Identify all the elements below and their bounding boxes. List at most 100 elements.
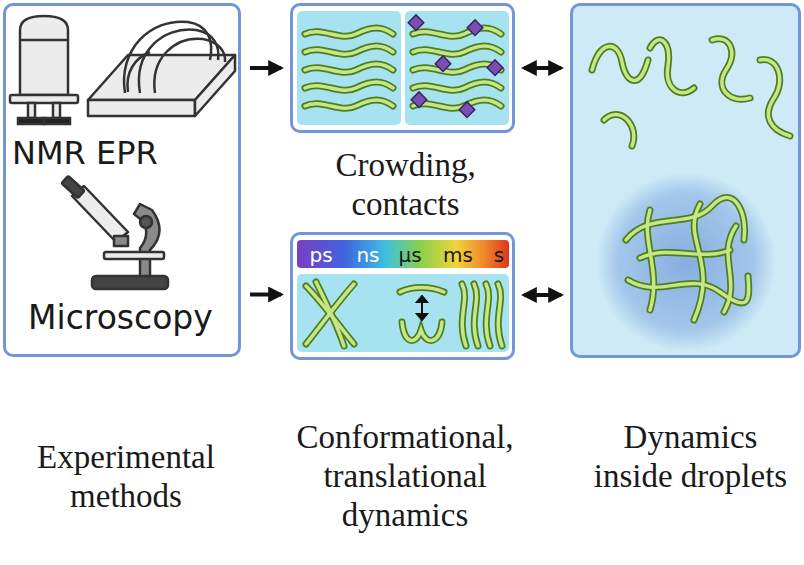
protein-fiber	[413, 28, 501, 36]
protein-fiber	[486, 284, 490, 346]
protein-fiber	[305, 46, 393, 54]
protein-fiber	[462, 284, 466, 346]
nmr-icon	[44, 118, 70, 124]
nmr-icon	[20, 39, 68, 42]
protein-fiber	[462, 284, 502, 346]
nmr-icon	[10, 95, 78, 103]
protein-fiber	[400, 288, 444, 293]
protein-fiber	[305, 28, 393, 36]
protein-fiber	[413, 28, 501, 36]
double-arrow	[417, 314, 427, 320]
connector-arrow	[524, 66, 561, 70]
microscope-icon	[134, 204, 160, 276]
nmr-icon	[18, 118, 44, 124]
protein-fiber	[306, 282, 354, 346]
panel-box: Crowding, contacts	[290, 3, 515, 133]
timescale-label: ms	[443, 243, 473, 267]
protein-fiber	[592, 39, 790, 146]
protein-fiber	[305, 82, 393, 90]
panel-box: Dynamics inside droplets	[570, 3, 801, 358]
microscope-icon	[61, 176, 168, 289]
inner-box	[405, 11, 509, 125]
protein-fiber	[712, 39, 750, 99]
protein-fiber	[413, 46, 501, 54]
protein-fiber	[402, 322, 442, 340]
method-label: NMR	[12, 134, 86, 172]
protein-fiber	[402, 322, 442, 340]
crowder-diamond	[408, 15, 424, 31]
protein-fiber	[760, 60, 790, 136]
protein-fiber	[647, 210, 653, 310]
protein-fiber	[474, 284, 478, 346]
epr-icon	[195, 55, 235, 116]
protein-fiber	[694, 204, 703, 320]
protein-fiber	[462, 284, 466, 346]
microscope-icon	[114, 236, 128, 246]
protein-fiber	[650, 40, 694, 93]
protein-fiber	[712, 39, 750, 99]
protein-fiber	[694, 204, 703, 320]
panel-box: NMREPRMicroscopyExperimental methods	[3, 3, 241, 357]
protein-fiber	[305, 46, 393, 54]
panel-heading: Experimental methods	[3, 438, 249, 516]
method-label: Microscopy	[28, 298, 213, 338]
protein-fiber	[305, 28, 393, 108]
double-arrow	[417, 296, 427, 302]
crowder-diamond	[487, 60, 503, 76]
protein-fiber	[400, 288, 444, 341]
protein-fiber	[498, 284, 502, 346]
protein-fiber	[305, 28, 393, 36]
crowder-diamond	[467, 20, 483, 36]
droplet	[596, 172, 776, 352]
protein-fiber	[305, 100, 393, 108]
method-label: EPR	[96, 134, 158, 172]
epr-icon	[88, 100, 195, 116]
inner-box	[297, 274, 509, 352]
timescale-bar	[297, 240, 509, 268]
protein-fiber	[400, 288, 444, 341]
protein-fiber	[305, 28, 393, 108]
panel-ground	[570, 3, 801, 358]
protein-fiber	[498, 284, 502, 346]
protein-fiber	[400, 288, 444, 293]
crowder-diamond	[459, 102, 475, 118]
protein-fiber	[650, 40, 694, 93]
nmr-icon	[53, 103, 60, 118]
nmr-icon	[28, 103, 35, 118]
protein-fiber	[305, 64, 393, 72]
microscope-icon	[61, 176, 84, 198]
timescale-label: s	[494, 243, 504, 267]
panel-heading: Conformational, translational dynamics	[265, 418, 545, 535]
protein-fiber	[316, 282, 344, 346]
timescale-label: ps	[309, 243, 332, 267]
epr-icon	[124, 22, 211, 93]
protein-fiber	[413, 82, 501, 90]
connector-arrow	[250, 293, 281, 297]
microscope-icon	[140, 216, 152, 228]
timescale-label: μs	[398, 243, 421, 267]
protein-fiber	[305, 64, 393, 72]
protein-fiber	[462, 284, 502, 346]
protein-fiber	[413, 46, 501, 54]
protein-fiber	[640, 250, 730, 258]
protein-fiber	[305, 100, 393, 108]
nmr-icon	[10, 16, 78, 124]
epr-icon	[127, 52, 150, 92]
double-arrow	[417, 296, 427, 320]
protein-fiber	[626, 198, 745, 240]
epr-icon	[88, 22, 235, 116]
nmr-icon	[20, 16, 68, 95]
protein-fiber	[626, 198, 749, 320]
panel-box: psnsμsmssConformational, translational d…	[290, 232, 515, 360]
epr-icon	[154, 39, 225, 93]
crowder-diamond	[408, 15, 503, 118]
protein-fiber	[305, 82, 393, 90]
protein-fiber	[486, 284, 490, 346]
protein-fiber	[306, 282, 354, 346]
protein-fiber	[316, 282, 344, 346]
protein-fiber	[592, 46, 648, 80]
protein-fiber	[724, 226, 736, 312]
connector-arrow	[250, 66, 281, 70]
panel-heading: Dynamics inside droplets	[588, 418, 793, 496]
protein-fiber	[413, 82, 501, 90]
